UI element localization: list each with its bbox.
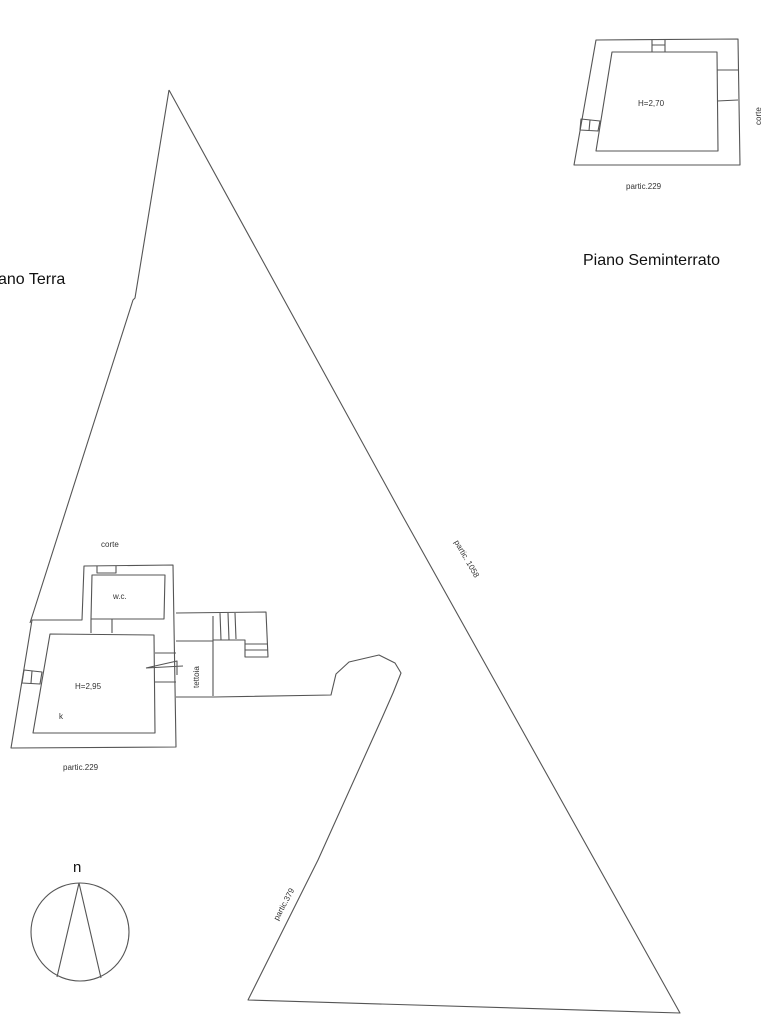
canopy-label: tettoia (192, 666, 201, 688)
outer-wall (10, 564, 177, 749)
ground-floor-title: ano Terra (0, 271, 65, 288)
k-label: k (59, 712, 64, 721)
basement-height-label: H=2,70 (638, 99, 665, 108)
basement-plan (573, 38, 741, 166)
north-compass (30, 882, 130, 982)
canopy-area (175, 611, 269, 698)
compass-needle (56, 882, 102, 979)
ground-parcel-label: partic.229 (63, 763, 99, 772)
parcel-379-label: partic.379 (272, 886, 297, 922)
door-swing (145, 660, 184, 675)
ground-court-label: corte (101, 540, 119, 549)
basement-inner-room (595, 51, 719, 152)
compass-circle (30, 882, 130, 982)
parcel-1058-label: partic. 1058 (452, 539, 481, 580)
basement-outer-wall (573, 38, 741, 166)
main-room (32, 633, 156, 734)
basement-parcel-label: partic.229 (626, 182, 662, 191)
wc-label: w.c. (112, 592, 127, 601)
ground-floor-plan (10, 564, 269, 749)
wc-room (90, 574, 166, 620)
basement-title: Piano Seminterrato (583, 252, 720, 269)
parcel-outline (29, 89, 681, 1014)
basement-court-label: corte (754, 107, 763, 125)
west-window (21, 669, 43, 685)
compass-north-label: n (73, 859, 81, 876)
ground-height-label: H=2,95 (75, 682, 102, 691)
